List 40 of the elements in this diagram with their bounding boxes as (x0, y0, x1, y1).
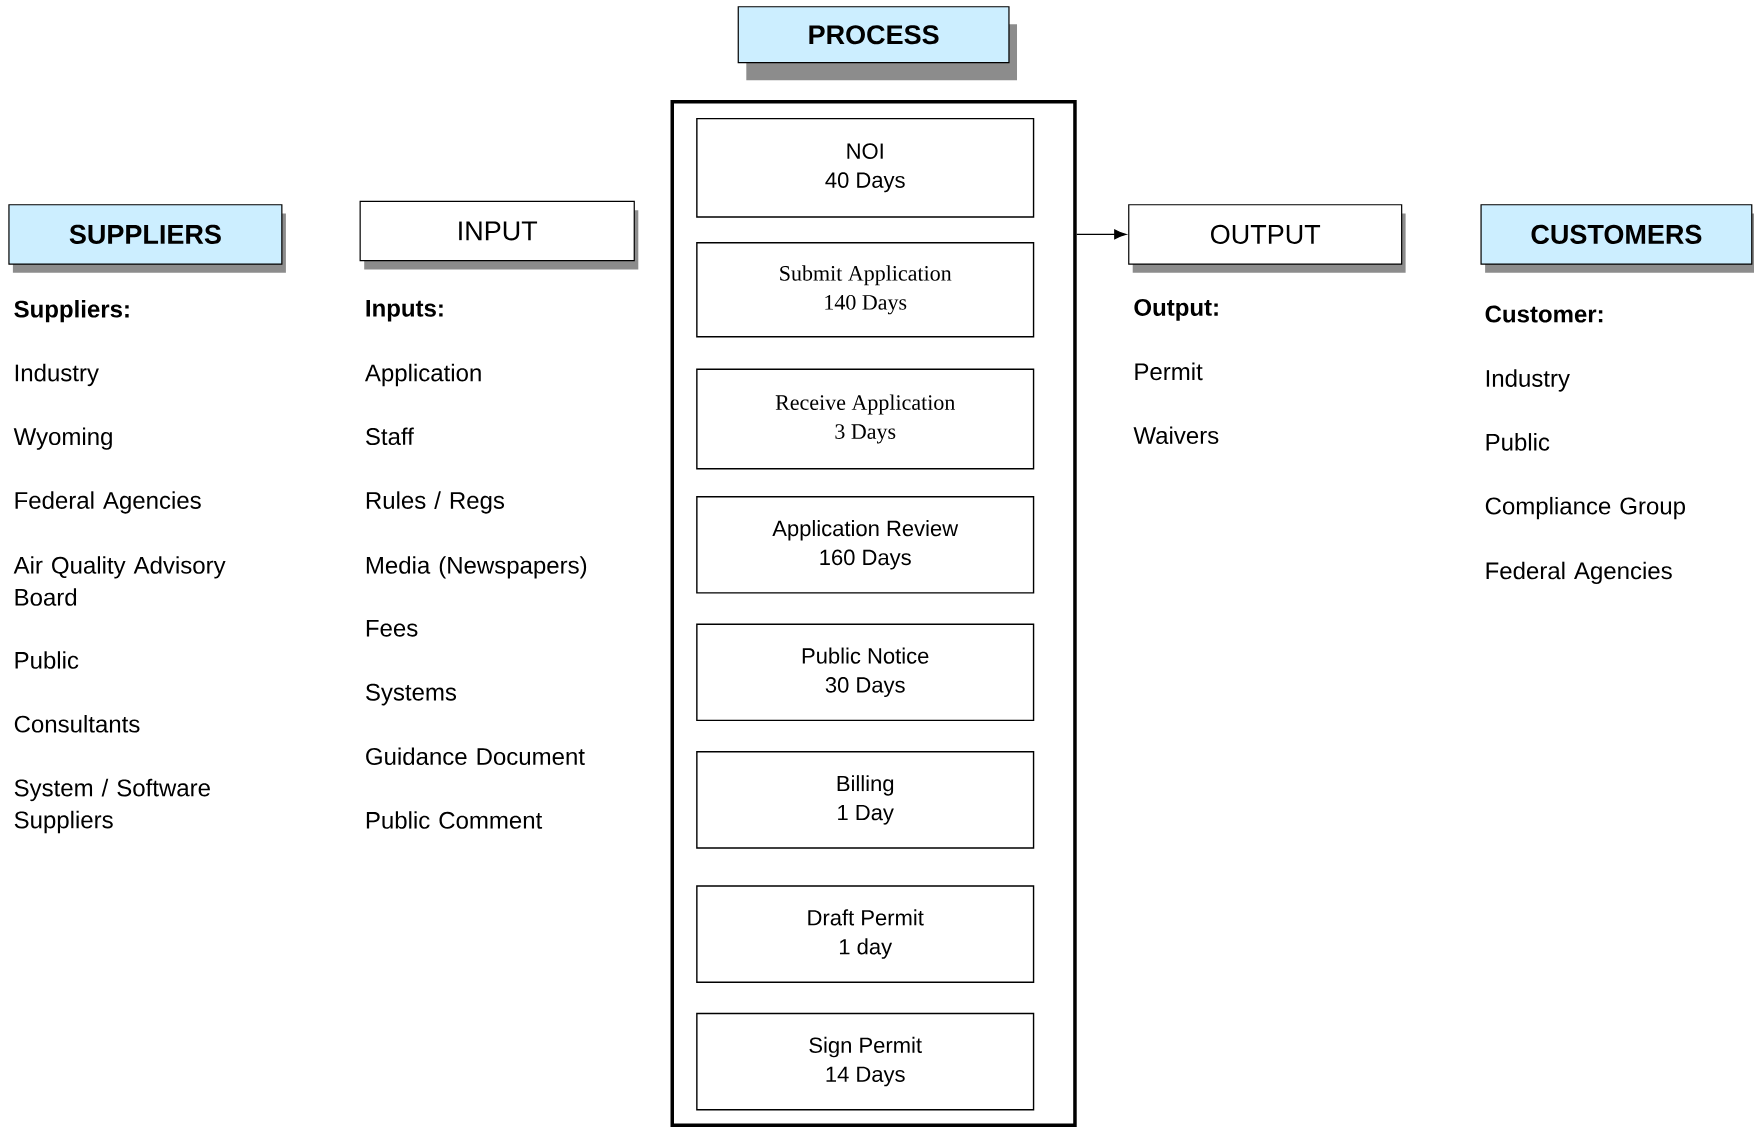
list-item: Rules / Regs (366, 491, 505, 514)
list-item: Permit (1135, 362, 1203, 381)
list-item: Application (364, 363, 481, 387)
column-heading: Suppliers: (14, 300, 129, 323)
header-box: SUPPLIERS (8, 204, 286, 273)
list-item: Waivers (1133, 426, 1219, 444)
list-item: Federal Agencies (15, 491, 201, 514)
list-item: Wyoming (13, 427, 112, 450)
process-step-box: Sign Permit 14 Days (696, 1012, 1035, 1111)
process-step-box: Draft Permit 1 day (696, 885, 1035, 983)
list-item: Compliance Group (1485, 496, 1685, 520)
list-item: Public (1486, 433, 1550, 451)
process-step-box: Public Notice 30 Days (696, 623, 1035, 722)
process-step-box: Submit Application 140 Days (696, 242, 1035, 338)
list-item: Fees (366, 619, 418, 637)
process-step-box: NOI 40 Days (696, 117, 1035, 218)
process-frame (670, 100, 1077, 1128)
list-item: Air Quality Advisory Board (13, 556, 226, 606)
header-box: INPUT (359, 200, 639, 270)
process-step-box: Receive Application 3 Days (696, 368, 1035, 470)
process-step-box: Application Review 160 Days (696, 496, 1035, 594)
header-box: PROCESS (737, 6, 1017, 81)
list-item: Public Comment (366, 811, 543, 829)
list-item: Federal Agencies (1486, 561, 1672, 585)
column-heading: Output: (1134, 298, 1218, 321)
process-step-box: Billing 1 Day (696, 751, 1035, 849)
list-item: Public (15, 651, 79, 669)
list-item: Media (Newspapers) (366, 556, 587, 579)
list-item: Systems (366, 683, 457, 706)
header-box: CUSTOMERS (1480, 204, 1754, 273)
list-item: Industry (15, 363, 99, 387)
list-item: Industry (1486, 369, 1570, 392)
list-item: Consultants (14, 715, 140, 733)
list-item: Guidance Document (366, 747, 585, 765)
list-item: Staff (366, 427, 414, 446)
list-item: System / Software Suppliers (14, 778, 210, 834)
header-box: OUTPUT (1128, 204, 1406, 273)
column-heading: Customer: (1485, 305, 1603, 323)
column-heading: Inputs: (366, 300, 443, 322)
arrow (1076, 229, 1127, 240)
